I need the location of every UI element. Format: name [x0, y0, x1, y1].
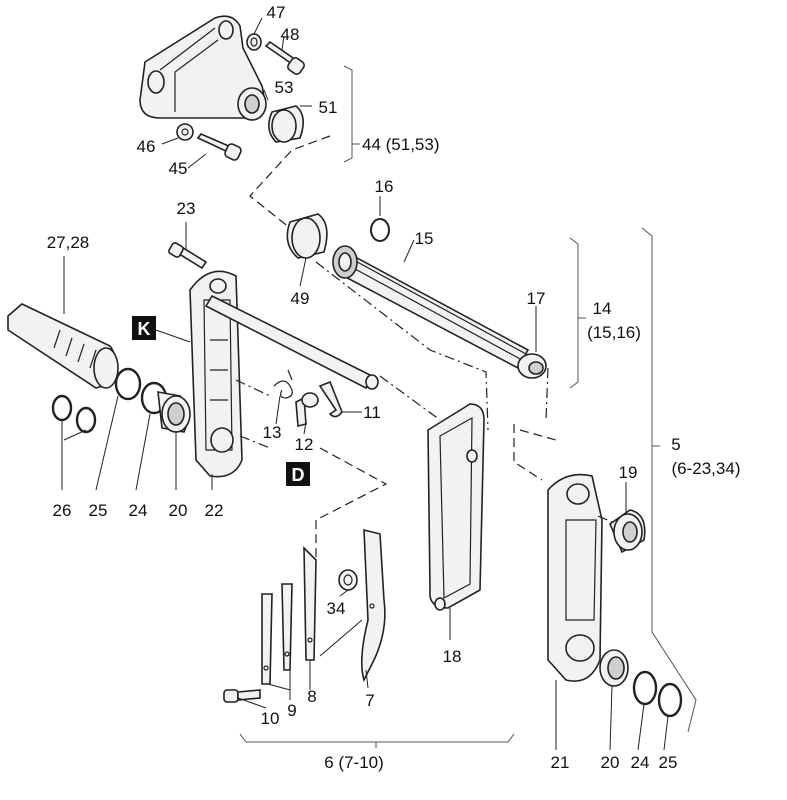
label-48: 48 — [281, 25, 300, 44]
label-7: 7 — [365, 691, 374, 710]
label-21: 21 — [551, 753, 570, 772]
label-15: 15 — [415, 229, 434, 248]
label-9: 9 — [287, 701, 296, 720]
spring-13 — [273, 369, 293, 399]
nut-47 — [246, 33, 262, 51]
label-8: 8 — [307, 687, 316, 706]
screw-48 — [264, 40, 305, 75]
label-13: 13 — [263, 423, 282, 442]
shaft-27-28 — [7, 303, 119, 389]
strip-9 — [261, 593, 273, 685]
snap-ring-25 — [114, 367, 142, 401]
gasket-18 — [427, 403, 485, 611]
cap-17 — [517, 353, 547, 379]
o-ring-26 — [51, 394, 73, 422]
lever-plate-22 — [189, 270, 243, 478]
label-26: 26 — [53, 501, 72, 520]
label-20-right: 20 — [601, 753, 620, 772]
label-23: 23 — [177, 199, 196, 218]
screw-45 — [196, 133, 242, 161]
label-group-14-contents: (15,16) — [587, 323, 641, 342]
label-25: 25 — [89, 501, 108, 520]
svg-text:K: K — [138, 319, 151, 339]
label-12: 12 — [295, 435, 314, 454]
label-17: 17 — [527, 289, 546, 308]
pin-12 — [295, 392, 319, 428]
screw-10 — [223, 689, 261, 703]
label-group-44: 44 (51,53) — [362, 135, 440, 154]
label-34: 34 — [327, 599, 346, 618]
washer-46 — [176, 123, 194, 141]
label-53: 53 — [275, 78, 294, 97]
label-24: 24 — [129, 501, 148, 520]
bushing-49 — [286, 213, 328, 259]
label-22: 22 — [205, 501, 224, 520]
bracket-housing — [139, 15, 267, 121]
label-group-6: 6 (7-10) — [324, 753, 384, 772]
label-20: 20 — [169, 501, 188, 520]
strip-9b — [281, 583, 293, 671]
label-group-14: 14 — [593, 299, 612, 318]
badge-d: D — [286, 462, 310, 486]
blade-7 — [360, 528, 386, 683]
badge-k: K — [132, 316, 156, 340]
plate-21 — [547, 473, 603, 682]
seal-19 — [609, 509, 646, 554]
bushing-51 — [268, 105, 304, 143]
label-51: 51 — [319, 98, 338, 117]
strip-8 — [303, 546, 317, 661]
label-25-right: 25 — [659, 753, 678, 772]
clip-11 — [318, 380, 343, 418]
bearing-20-right — [599, 649, 629, 687]
svg-text:D: D — [292, 465, 305, 485]
label-47: 47 — [267, 3, 286, 22]
ring-24-right — [632, 670, 658, 706]
label-10: 10 — [261, 709, 280, 728]
label-group-5: 5 — [671, 435, 680, 454]
washer-34 — [338, 569, 358, 591]
label-45: 45 — [169, 159, 188, 178]
label-46: 46 — [137, 137, 156, 156]
bearing-20 — [157, 391, 191, 433]
rod — [204, 294, 379, 390]
label-11: 11 — [363, 403, 381, 422]
o-ring-26b — [75, 406, 97, 434]
o-ring-16 — [370, 218, 390, 242]
snap-ring-25-right — [657, 682, 683, 718]
label-16: 16 — [375, 177, 394, 196]
label-49: 49 — [291, 289, 310, 308]
screw-23 — [168, 242, 208, 270]
label-group-5-contents: (6-23,34) — [672, 459, 741, 478]
label-24-right: 24 — [631, 753, 650, 772]
label-19: 19 — [619, 463, 638, 482]
label-27-28: 27,28 — [47, 233, 90, 252]
label-18: 18 — [443, 647, 462, 666]
